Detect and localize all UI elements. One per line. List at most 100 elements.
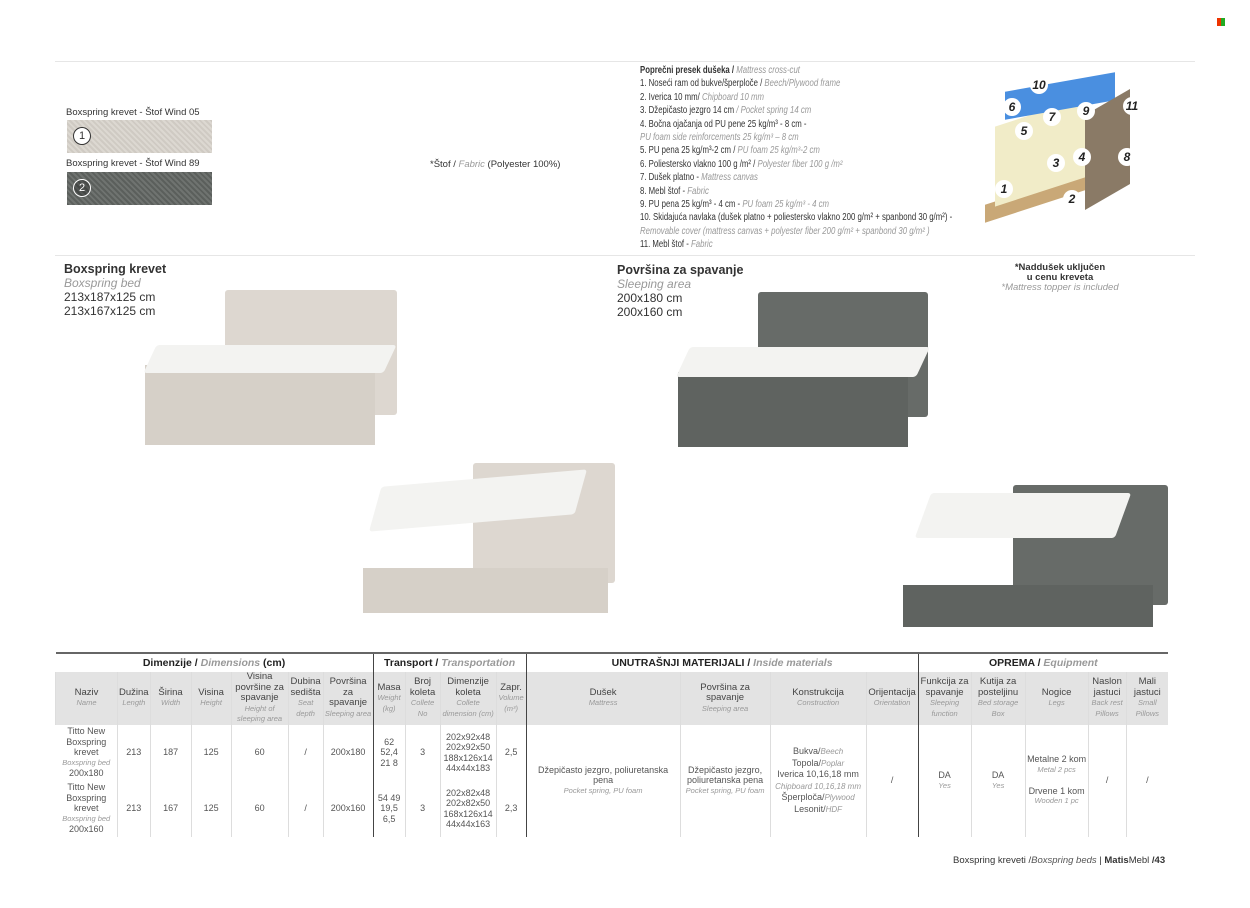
table-cell: 187 <box>149 724 192 781</box>
table-cell: 3 <box>404 780 441 837</box>
table-cell: / <box>287 724 324 781</box>
table-cell: 54 49 19,5 6,5 <box>372 780 406 837</box>
diagram-label: 9 <box>1077 102 1095 120</box>
brand-logo: Matis <box>1104 855 1129 866</box>
fabric-label-1: Boxspring krevet - Štof Wind 05 <box>66 107 200 118</box>
sleep-size: 200x180 cm <box>617 291 683 305</box>
logo-icon <box>1217 18 1225 26</box>
bed-title-en: Boxspring bed <box>64 276 141 290</box>
table-cell: / <box>865 724 919 837</box>
diagram-label: 5 <box>1015 122 1033 140</box>
column-header: Zapr.Volume (m³) <box>495 672 527 725</box>
table-cell: 167 <box>149 780 192 837</box>
cross-cut-item: 11. Mebl štof - Fabric <box>640 239 713 251</box>
table-cell: / <box>1087 724 1127 837</box>
fabric-swatch-wind05: 1 <box>67 120 212 153</box>
diagram-label: 11 <box>1123 97 1141 115</box>
mattress-cross-cut-list: Poprečni presek dušeka / Mattress cross-… <box>640 65 953 251</box>
table-cell: / <box>287 780 324 837</box>
cross-cut-item: 1. Noseći ram od bukve/šperploče / Beech… <box>640 78 841 90</box>
fabric-number: 2 <box>73 179 91 197</box>
cross-cut-item: 3. Džepičasto jezgro 14 cm / Pocket spri… <box>640 105 812 117</box>
sleeping-area-info: Površina za spavanje Sleeping area 200x1… <box>617 263 743 319</box>
diagram-label: 2 <box>1063 190 1081 208</box>
bed-size: 213x187x125 cm <box>64 290 156 304</box>
sleep-size: 200x160 cm <box>617 305 683 319</box>
cross-cut-item: Removable cover (mattress canvas + polye… <box>640 225 930 237</box>
table-cell: 125 <box>190 780 232 837</box>
table-cell: 202x82x48 202x82x50 168x126x14 44x44x163 <box>439 780 497 837</box>
fabric-label-2: Boxspring krevet - Štof Wind 89 <box>66 158 200 169</box>
table-cell: 2,5 <box>495 724 527 781</box>
table-cell: 125 <box>190 724 232 781</box>
diagram-label: 4 <box>1073 148 1091 166</box>
cross-cut-item: 5. PU pena 25 kg/m³-2 cm / PU foam 25 kg… <box>640 145 820 157</box>
table-cell: / <box>1125 724 1169 837</box>
table-cell: 213 <box>117 780 151 837</box>
cross-cut-item: 9. PU pena 25 kg/m³ - 4 cm - PU foam 25 … <box>640 199 830 211</box>
cross-cut-item: 2. Iverica 10 mm/ Chipboard 10 mm <box>640 91 764 103</box>
page-number: /43 <box>1151 855 1166 866</box>
diagram-label: 1 <box>995 180 1013 198</box>
cross-cut-item: PU foam side reinforcements 25 kg/m³ – 8… <box>640 132 799 144</box>
cross-cut-item: 6. Poliestersko vlakno 100 g /m² / Polye… <box>640 158 843 170</box>
cross-cut-item: 4. Bočna ojačanja od PU pene 25 kg/m³ - … <box>640 118 807 130</box>
fabric-number: 1 <box>73 127 91 145</box>
bed-title: Boxspring krevet <box>64 262 167 276</box>
group-equipment: OPREMA / Equipment <box>917 652 1169 672</box>
group-dimensions: Dimenzije / Dimensions (cm) <box>55 652 374 672</box>
diagram-label: 6 <box>1003 98 1021 116</box>
cross-cut-item: 10. Skidajuća navlaka (dušek platno + po… <box>640 212 953 224</box>
specs-table: Dimenzije / Dimensions (cm) Transport / … <box>55 652 1169 837</box>
group-materials: UNUTRAŠNJI MATERIJALI / Inside materials <box>525 652 919 672</box>
table-cell: 62 52,4 21 8 <box>372 724 406 781</box>
diagram-label: 8 <box>1118 148 1136 166</box>
footer: Boxspring kreveti /Boxspring beds | Mati… <box>953 855 1166 866</box>
table-cell: 3 <box>404 724 441 781</box>
table-cell: 200x160 <box>322 780 374 837</box>
table-cell: 2,3 <box>495 780 527 837</box>
table-cell: 200x180 <box>322 724 374 781</box>
table-cell: 60 <box>230 780 289 837</box>
cross-cut-item: 8. Mebl štof - Fabric <box>640 185 709 197</box>
diagram-label: 7 <box>1043 108 1061 126</box>
sleep-title: Površina za spavanje <box>617 263 744 277</box>
sleep-title-en: Sleeping area <box>617 277 692 291</box>
table-cell: 60 <box>230 724 289 781</box>
fabric-swatch-wind89: 2 <box>67 172 212 205</box>
cross-cut-item: 7. Dušek platno - Mattress canvas <box>640 172 758 184</box>
table-cell: 202x92x48 202x92x50 188x126x14 44x44x183 <box>439 724 497 781</box>
diagram-label: 10 <box>1030 76 1048 94</box>
